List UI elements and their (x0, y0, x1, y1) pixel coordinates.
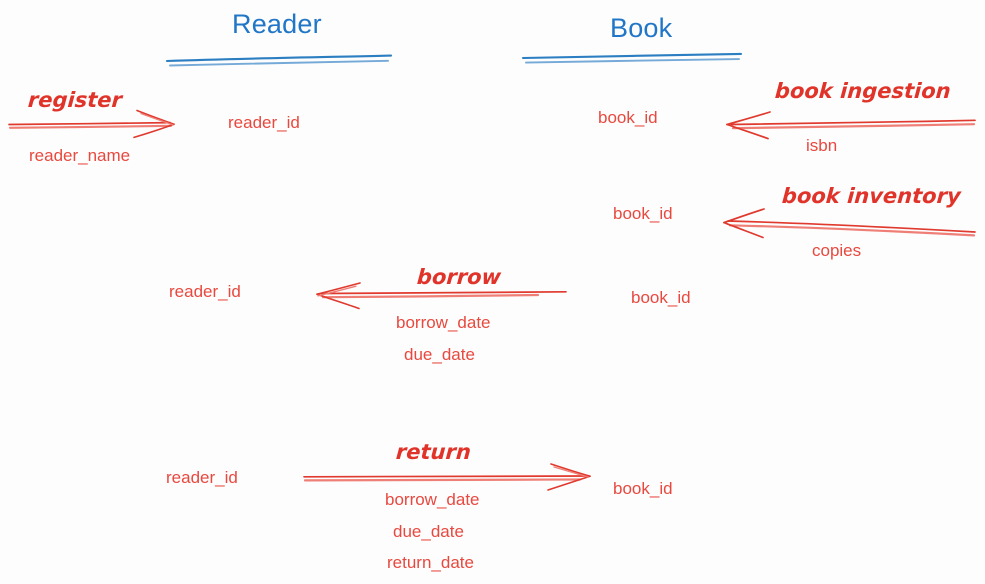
book-ingestion-arrow (726, 111, 976, 140)
relationship-label-register: register (27, 88, 123, 112)
attribute-due-date-borrow: due_date (404, 345, 475, 364)
attribute-due-date-return: due_date (393, 522, 464, 541)
attribute-reader-id-return: reader_id (166, 468, 238, 487)
book-inventory-arrow (723, 208, 976, 239)
book-title-underline (521, 52, 743, 64)
register-arrow (8, 109, 175, 139)
relationship-label-book-inventory: book inventory (781, 184, 962, 208)
attribute-return-date: return_date (387, 553, 474, 572)
attribute-reader-id-borrow: reader_id (169, 282, 241, 301)
relationship-label-borrow: borrow (416, 265, 502, 289)
attribute-borrow-date-borrow: borrow_date (396, 313, 491, 332)
attribute-borrow-date-return: borrow_date (385, 490, 480, 509)
attribute-reader-name: reader_name (29, 146, 131, 165)
attribute-isbn: isbn (806, 136, 838, 155)
relationship-label-book-ingestion: book ingestion (774, 79, 952, 103)
attribute-book-id-return: book_id (613, 479, 673, 498)
return-arrow (303, 463, 591, 491)
attribute-book-id-inventory: book_id (613, 204, 673, 223)
entity-title-reader: Reader (232, 9, 322, 39)
reader-title-underline (165, 54, 393, 67)
attribute-book-id-ingestion: book_id (598, 108, 658, 127)
entity-title-book: Book (610, 13, 673, 43)
relationship-label-return: return (395, 440, 472, 464)
attribute-reader-id-register: reader_id (228, 113, 300, 132)
attribute-copies: copies (812, 241, 862, 260)
attribute-book-id-borrow: book_id (631, 288, 691, 307)
